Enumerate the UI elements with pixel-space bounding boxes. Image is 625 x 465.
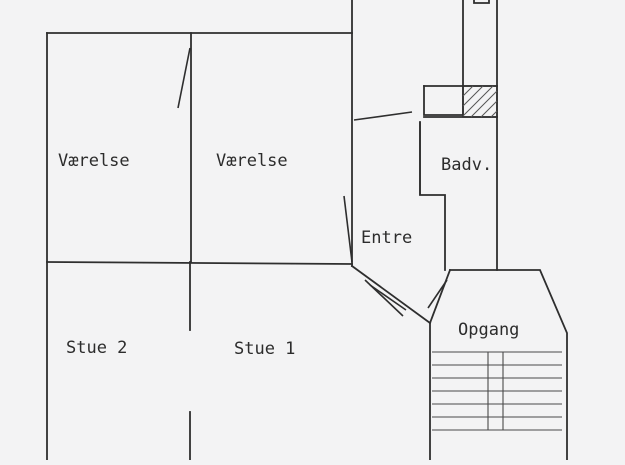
room-label-entre: Entre bbox=[361, 228, 412, 248]
door-entre-bottom-2 bbox=[369, 284, 407, 311]
door-entre-left bbox=[343, 195, 353, 263]
doors bbox=[177, 47, 448, 317]
wall-bedrooms-bottom bbox=[46, 261, 353, 265]
room-label-stue1: Stue 1 bbox=[234, 339, 295, 359]
door-entre-top bbox=[353, 111, 413, 121]
staircase bbox=[432, 351, 562, 431]
wall-bath-left bbox=[419, 121, 446, 271]
room-label-stue2: Stue 2 bbox=[66, 338, 127, 358]
room-label-badv: Badv. bbox=[441, 155, 492, 175]
room-labels: Værelse Værelse Badv. Entre Stue 2 Stue … bbox=[58, 151, 519, 359]
room-label-opgang: Opgang bbox=[458, 320, 519, 340]
door-bedroom-left bbox=[177, 47, 191, 109]
wall-opgang bbox=[449, 269, 568, 461]
wall-entre-bottom bbox=[350, 264, 432, 325]
room-label-vaerelse-right: Værelse bbox=[216, 151, 288, 171]
wall-entre-bottom-right bbox=[428, 268, 452, 325]
wall-bath-step bbox=[423, 85, 464, 116]
wall-shaft-small bbox=[473, 0, 490, 4]
room-label-vaerelse-left: Værelse bbox=[58, 151, 130, 171]
vent-hatch bbox=[462, 85, 498, 118]
door-opgang bbox=[427, 279, 448, 309]
